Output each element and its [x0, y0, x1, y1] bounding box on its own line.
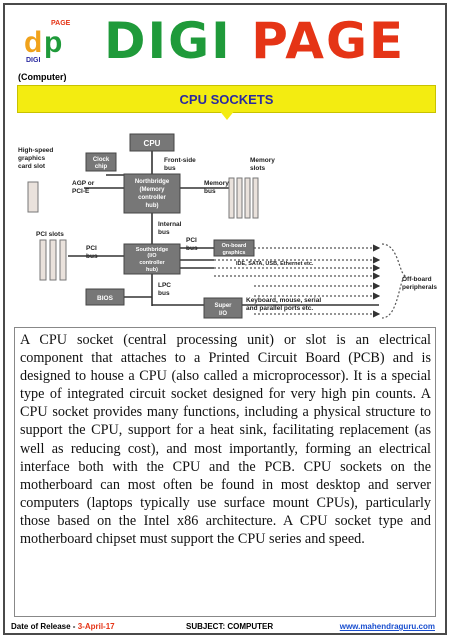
- ide-label: IDE, SATA, USB, Ethernet etc.: [236, 261, 314, 267]
- cpu-block: [129, 133, 175, 152]
- agp-label-2: PCI-E: [72, 188, 90, 195]
- high-speed-label-3: card slot: [18, 163, 46, 170]
- pci-slots-label: PCI slots: [36, 231, 64, 238]
- website-link[interactable]: www.mahendraguru.com: [339, 622, 435, 631]
- memory-bus-label-1: Memory: [204, 180, 229, 187]
- clock-chip-label-1: Clock: [93, 157, 110, 163]
- offboard-label-2: peripherals: [402, 284, 437, 291]
- super-io-block: [203, 297, 243, 319]
- northbridge-label-1: Northbridge: [135, 179, 170, 185]
- lpc-bus-label-1: LPC: [158, 282, 171, 289]
- logo-digi-text: DIGI: [26, 57, 40, 64]
- bios-block: [85, 288, 125, 306]
- onboard-graphics-block: [213, 239, 255, 257]
- pci-slot: [59, 239, 67, 281]
- memory-slots-label-2: slots: [250, 165, 266, 172]
- southbridge-label-4: hub): [146, 267, 158, 273]
- release-label: Date of Release -: [11, 622, 78, 631]
- pci-bus-left-label-2: bus: [86, 253, 98, 260]
- logo-p-letter: p: [44, 26, 62, 59]
- keyboard-label-2: and parallel ports etc.: [246, 305, 313, 312]
- logo-page-text: PAGE: [51, 20, 71, 27]
- agp-label-1: AGP or: [72, 180, 95, 187]
- pci-bus-right-label-1: PCI: [186, 237, 197, 244]
- logo-d-letter: d: [24, 26, 42, 59]
- superio-label-2: I/O: [219, 311, 227, 317]
- southbridge-label-2: (I/O: [147, 253, 157, 259]
- high-speed-label-2: graphics: [18, 155, 45, 162]
- onboard-label-2: graphics: [223, 250, 246, 256]
- footer-subject: SUBJECT: COMPUTER: [186, 622, 274, 631]
- pci-bus-left-label-1: PCI: [86, 245, 97, 252]
- release-info: Date of Release - 3-April-17: [11, 622, 115, 631]
- keyboard-label-1: Keyboard, mouse, serial: [246, 297, 321, 304]
- release-date: 3-April-17: [77, 622, 115, 631]
- memory-slot: [252, 177, 259, 219]
- northbridge-block: [123, 173, 181, 214]
- southbridge-label-1: Southbridge: [136, 247, 168, 253]
- fsb-label-2: bus: [164, 165, 176, 172]
- pci-slot: [49, 239, 57, 281]
- lpc-bus-label-2: bus: [158, 290, 170, 297]
- page-footer: Date of Release - 3-April-17 SUBJECT: CO…: [7, 620, 443, 634]
- body-text-box: [14, 327, 436, 617]
- clock-chip-block: [85, 152, 117, 172]
- internal-bus-label-1: Internal: [158, 221, 182, 228]
- memory-slots-label-1: Memory: [250, 157, 275, 164]
- northbridge-label-2: (Memory: [139, 187, 165, 193]
- body-paragraph: A CPU socket (central processing unit) o…: [20, 332, 431, 548]
- subject-tag: (Computer): [18, 72, 67, 82]
- offboard-label-1: Off-board: [402, 276, 432, 283]
- cpu-label: CPU: [144, 139, 161, 148]
- onboard-label-1: On-board: [222, 243, 247, 249]
- memory-bus-label-2: bus: [204, 188, 216, 195]
- brand-digi: DIGI: [104, 12, 232, 70]
- bios-label: BIOS: [97, 295, 114, 302]
- northbridge-label-3: controller: [138, 195, 166, 201]
- banner-arrow-icon: [219, 110, 235, 120]
- superio-label-1: Super: [214, 303, 232, 309]
- cpu-architecture-diagram: CPU Clock chip Northbridge (Memory contr…: [18, 133, 437, 319]
- topic-title: CPU SOCKETS: [179, 92, 274, 107]
- memory-slot: [236, 177, 243, 219]
- topic-banner: CPU SOCKETS: [17, 85, 436, 113]
- southbridge-label-3: controller: [139, 260, 165, 266]
- page-frame: [3, 3, 447, 635]
- graphics-card-slot: [27, 181, 39, 213]
- brand-title: DIGI PAGE: [104, 12, 405, 70]
- memory-slot: [228, 177, 235, 219]
- internal-bus-label-2: bus: [158, 229, 170, 236]
- pci-slot: [39, 239, 47, 281]
- southbridge-block: [123, 243, 181, 275]
- clock-chip-label-2: chip: [95, 164, 108, 170]
- high-speed-label-1: High-speed: [18, 147, 53, 154]
- fsb-label-1: Front-side: [164, 157, 196, 164]
- memory-slot: [244, 177, 251, 219]
- pci-bus-right-label-2: bus: [186, 245, 198, 252]
- digi-page-logo: PAGE d p DIGI: [24, 20, 71, 64]
- northbridge-label-4: hub): [146, 203, 159, 209]
- brand-page: PAGE: [251, 12, 406, 70]
